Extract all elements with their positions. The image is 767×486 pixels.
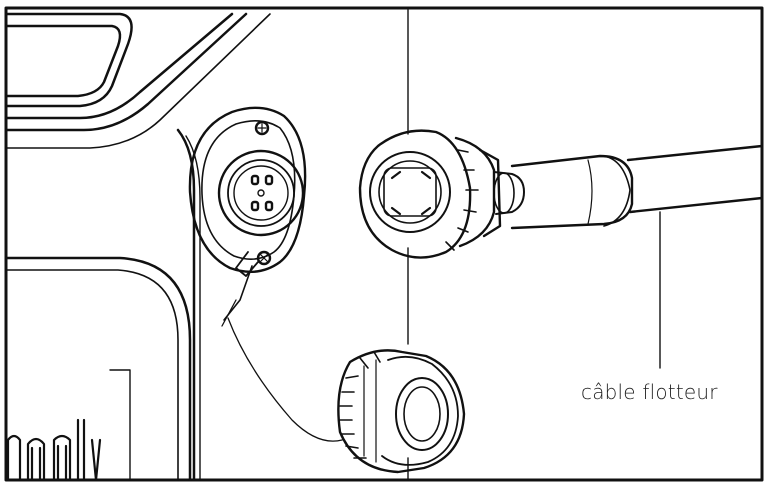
plug-connector [358, 129, 525, 259]
protective-cap [337, 349, 466, 474]
embossed-lettering [6, 418, 102, 482]
float-cable-label: câble flotteur [581, 380, 718, 404]
float-cable [510, 144, 764, 230]
device-housing [4, 12, 271, 482]
panel-socket [188, 106, 307, 321]
image-frame [4, 6, 764, 482]
cap-tether-wire [221, 299, 343, 442]
